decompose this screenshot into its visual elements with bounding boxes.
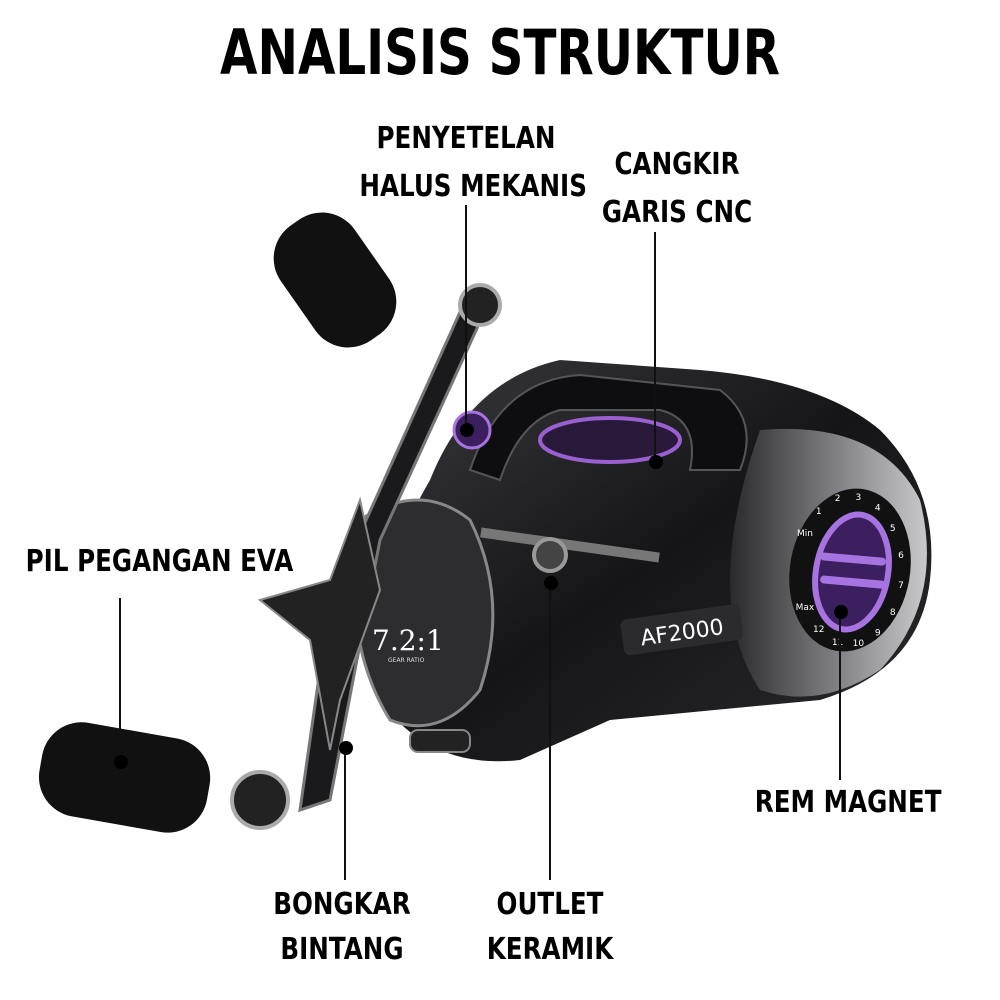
leader-dot <box>460 423 474 437</box>
magnet-brake-knob <box>812 511 892 633</box>
callout-cnc-cup-line1: CANGKIR <box>614 147 740 182</box>
dial-label: 12 <box>813 625 824 635</box>
dial-label: 2 <box>835 494 841 504</box>
dial-label: 10 <box>853 639 865 649</box>
dial-label: Max <box>796 603 815 613</box>
leader-line <box>119 598 121 760</box>
ceramic-outlet-part <box>532 537 568 573</box>
leader-line <box>654 232 656 460</box>
spool-frame <box>468 373 748 482</box>
callout-cnc-cup-line2: GARIS CNC <box>601 195 753 230</box>
callout-fine-adjust-line1: PENYETELAN <box>376 121 556 156</box>
page-title: ANALISIS STRUKTUR <box>220 16 780 89</box>
callout-star-drag-line1: BONGKAR <box>273 887 411 922</box>
star-drag-part <box>257 496 382 751</box>
dial-label: Min <box>797 529 813 539</box>
leader-dot <box>114 755 128 769</box>
leader-line <box>465 205 467 427</box>
dial-label: 3 <box>855 493 861 503</box>
leader-dot <box>649 455 663 469</box>
left-plate <box>352 498 495 728</box>
callout-fine-adjust-line2: HALUS MEKANIS <box>359 169 587 204</box>
callout-magnet-brake: REM MAGNET <box>754 785 942 820</box>
leader-line <box>344 750 346 880</box>
callout-ceramic-outlet-line2: KERAMIK <box>486 932 614 967</box>
callout-star-drag-line2: BINTANG <box>280 932 404 967</box>
leader-dot <box>834 605 848 619</box>
upper-eva-knob <box>273 212 397 348</box>
dial-label: 6 <box>898 551 904 561</box>
leader-line <box>839 615 841 780</box>
leader-line <box>549 585 551 880</box>
spool <box>538 416 682 464</box>
leader-dot <box>339 741 353 755</box>
gear-ratio-text: 7.2:1 <box>372 624 444 657</box>
dial-label: 7 <box>898 581 904 591</box>
dial-label: 9 <box>875 629 881 639</box>
callout-eva-handle: PIL PEGANGAN EVA <box>25 544 294 579</box>
lower-eva-knob <box>38 722 211 833</box>
dial-label: 5 <box>890 524 896 534</box>
dial-label: 8 <box>890 608 896 618</box>
svg-text:GEAR RATIO: GEAR RATIO <box>388 657 425 664</box>
leader-dot <box>544 576 558 590</box>
dial-label: 11 <box>832 638 843 648</box>
callout-ceramic-outlet-line1: OUTLET <box>496 887 604 922</box>
dial-label: 1 <box>816 507 822 517</box>
dial-label: 4 <box>875 503 881 513</box>
